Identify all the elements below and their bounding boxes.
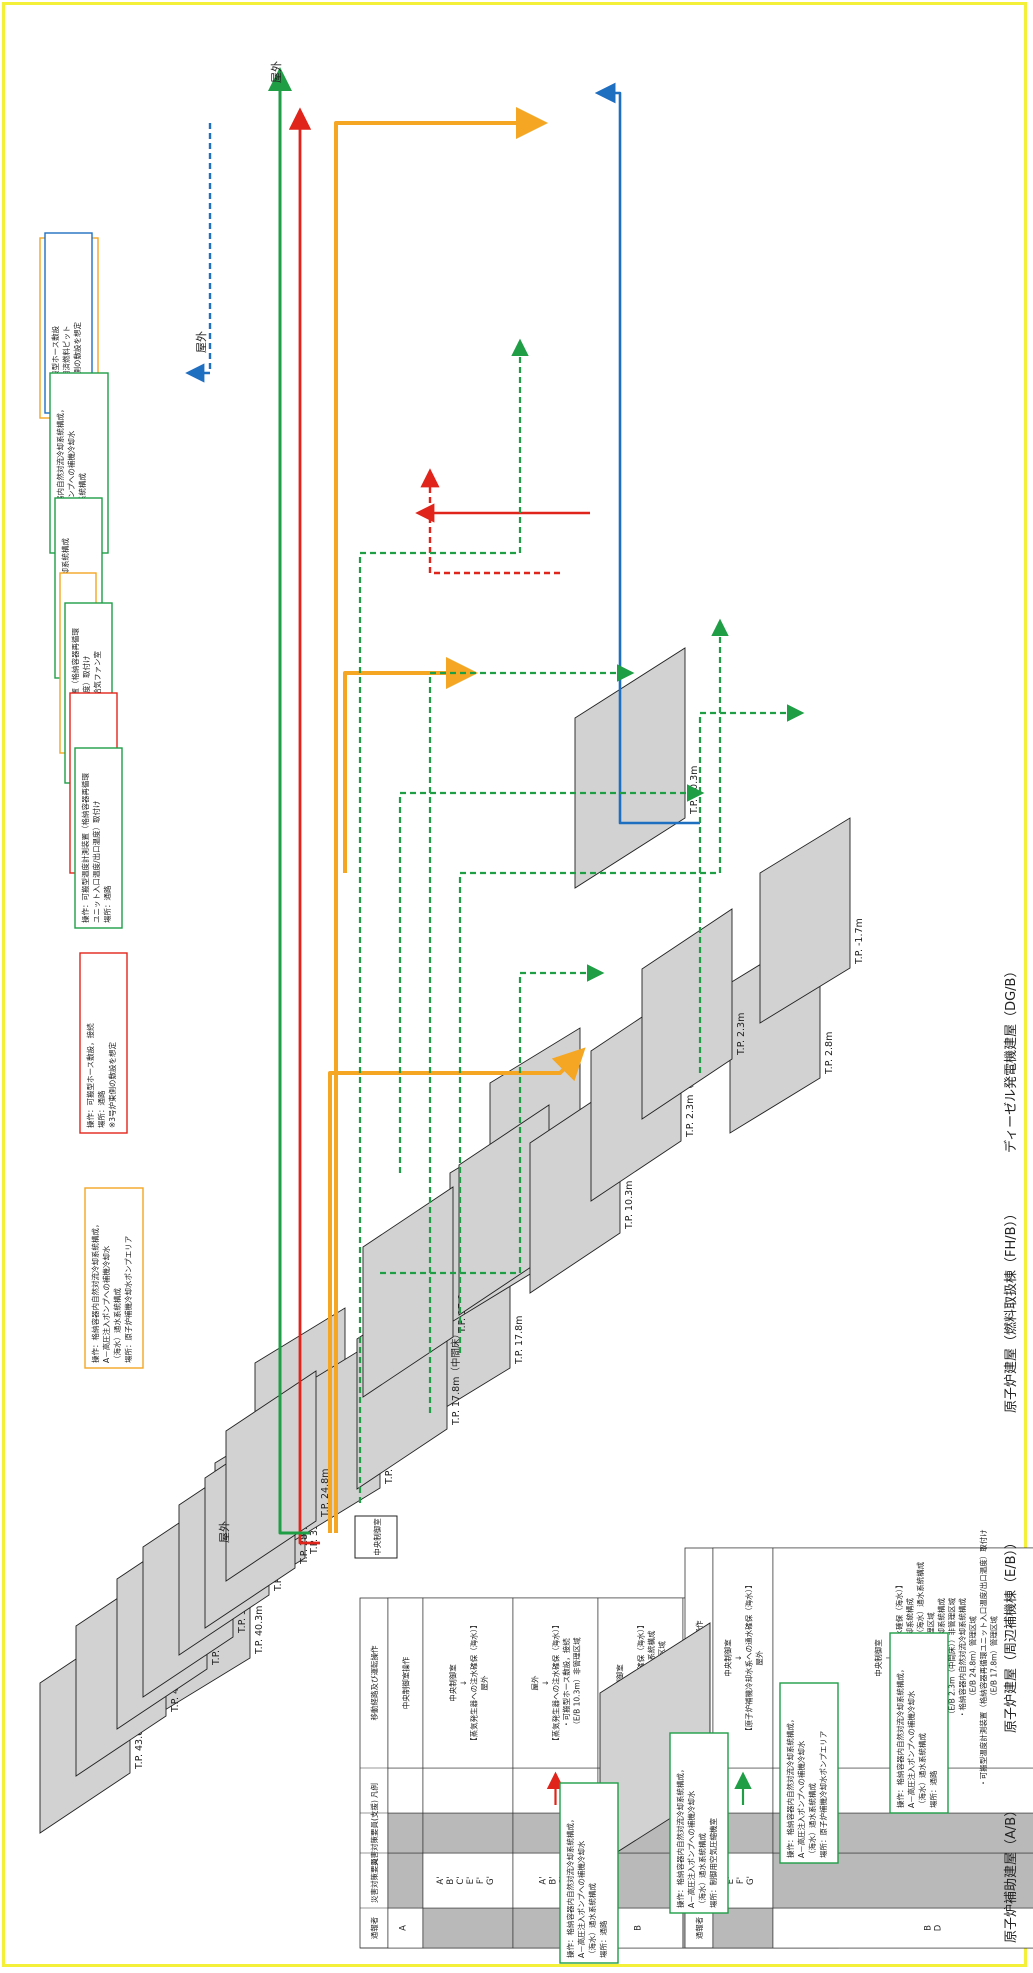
legend-cell	[423, 1768, 513, 1813]
dg-floor-slab	[575, 648, 685, 888]
top-callout-text: （海水）通水系統構成	[112, 1288, 122, 1363]
red-route-dashed	[430, 473, 560, 573]
right-table-cell-text: G'	[746, 1876, 756, 1885]
floor-label: T.P. 17.8m	[514, 1316, 525, 1365]
bottom-callout-text: 場所：原子炉補機冷却水ポンプエリア	[818, 1731, 828, 1858]
gray-cell	[388, 1813, 423, 1853]
left-table-cell-text: B	[634, 1925, 644, 1931]
top-callout-text: 操作：可搬型温度計測装置（格納容器再循環	[80, 773, 90, 923]
bottom-callout-text: 操作：格納容器内自然対流冷却系統構成，	[785, 1716, 795, 1859]
right-table-operation-text: ・格納容器内自然対流冷却系統構成	[957, 1598, 967, 1718]
building-caption: 原子炉建屋（燃料取扱棟（FH/B））	[1003, 1207, 1019, 1413]
top-callout-text: ※3号炉東側の敷設を想定	[107, 1041, 117, 1128]
left-table-cell-text: A'	[436, 1876, 446, 1884]
left-table-header-cell: 移動経路及び運転操作	[369, 1645, 379, 1720]
outdoor-label: 屋外	[218, 1521, 231, 1543]
top-callout-text: 操作：可搬型ホース敷設，接続	[85, 1023, 95, 1128]
left-table-cell-text: A	[399, 1925, 409, 1931]
building-caption: 原子炉補助建屋（A/B）	[1004, 1804, 1019, 1943]
floor-label: T.P. -1.7m	[854, 918, 865, 965]
bottom-callout-text: （海水）通水系統構成	[807, 1783, 817, 1858]
right-table-cell-text: D	[934, 1924, 944, 1931]
top-callout-text: 操作：格納容器内自然対流冷却系統構成，	[90, 1221, 100, 1364]
control-room-label: 中央制御室	[372, 1518, 382, 1556]
right-table-operation-text: ・可搬型温度計測装置（格納容器再循環ユニット入口温度/出口温度）取付け	[978, 1529, 988, 1787]
left-table-operation-text: 【蒸気発生器への注水確保（海水）】	[468, 1621, 478, 1745]
bottom-callout-text: 場所：通路	[598, 1920, 608, 1958]
left-table-cell-text: C'	[456, 1876, 466, 1884]
top-callout-text: 場所：通路	[102, 885, 112, 923]
text-cell	[423, 1598, 513, 1768]
top-callout-text: 場所：通路	[96, 1090, 106, 1128]
left-table-cell-text: G'	[486, 1876, 496, 1885]
left-table-operation-text: ↓	[459, 1680, 468, 1686]
right-table-operation-text: 中央制御室	[873, 1639, 883, 1677]
bottom-callout-text: （海水）通水系統構成	[587, 1883, 597, 1958]
bottom-callout-text: 操作：格納容器内自然対流冷却系統構成，	[895, 1666, 905, 1809]
left-table-operation-text: ↓	[541, 1680, 550, 1686]
left-table-operation-text: 屋外	[479, 1675, 489, 1691]
eb-floor-slab	[642, 909, 732, 1119]
right-table-cell-text: F'	[736, 1877, 746, 1884]
legend-cell	[388, 1768, 423, 1813]
floor-label: T.P. 17.8m（中間床）	[450, 1329, 462, 1426]
gray-cell	[713, 1908, 773, 1948]
floor-label: T.P. 40.3m	[254, 1606, 265, 1655]
bottom-callout-text: 場所：通路	[928, 1770, 938, 1808]
left-table-header-cell: 凡例	[369, 1783, 379, 1798]
right-table-operation-text: 中央制御室	[722, 1639, 732, 1677]
outdoor-label: 屋外	[195, 331, 208, 353]
right-table-operation-text: （E/B 24.8m）管理区域	[967, 1616, 977, 1700]
gray-cell	[423, 1813, 513, 1853]
bottom-callout-text: A－高圧注入ポンプへの補機冷却水	[576, 1840, 586, 1958]
left-table-operation-text: 【蒸気発生器への注水確保（海水）】	[551, 1621, 561, 1745]
right-table-operation-text: （E/B 17.8m）管理区域	[988, 1616, 998, 1700]
value-cell	[773, 1908, 1033, 1948]
bottom-callout-text: （海水）通水系統構成	[697, 1833, 707, 1908]
bottom-callout-text: A－高圧注入ポンプへの補機冷却水	[906, 1690, 916, 1808]
left-table-header-cell: 災害対策要員(支援)	[369, 1800, 379, 1866]
floor-label: T.P. 2.3m	[736, 1013, 747, 1056]
left-table-cell-text: B'	[446, 1876, 456, 1884]
right-table-operation-text: 屋外	[754, 1650, 764, 1666]
top-callout-text: A－高圧注入ポンプへの補機冷却水	[101, 1245, 111, 1363]
left-table-cell-text: A'	[539, 1876, 549, 1884]
gray-cell	[423, 1908, 513, 1948]
bottom-callout-text: 操作：格納容器内自然対流冷却系統構成，	[675, 1766, 685, 1909]
gray-cell	[388, 1853, 423, 1908]
top-callout-text: ユニット入口温度/出口温度）取付け	[91, 800, 101, 923]
top-callout-text: 場所：原子炉補機冷却水ポンプエリア	[123, 1236, 133, 1363]
green-route-main	[280, 73, 310, 1533]
building-caption: ディーゼル発電機建屋（DG/B）	[1003, 965, 1019, 1153]
building-caption: 原子炉建屋（周辺補機棟（E/B））	[1004, 1536, 1019, 1733]
left-table-operation-text: （E/B 10.3m）非管理区域	[572, 1637, 582, 1729]
bottom-callout-text: A－高圧注入ポンプへの補機冷却水	[796, 1740, 806, 1858]
bottom-callout-text: A－高圧注入ポンプへの補機冷却水	[686, 1790, 696, 1908]
left-table-operation-text: 中央制御室	[447, 1664, 457, 1702]
left-table-cell-text: F'	[476, 1877, 486, 1884]
right-table-operation-text: ↓	[734, 1655, 743, 1661]
bottom-callout-text: 場所：制御用空気圧縮機室	[708, 1818, 718, 1908]
floor-label: T.P. 2.8m	[824, 1032, 835, 1075]
left-table-operation-text: 屋外	[530, 1675, 540, 1691]
right-table-operation-text: 【原子炉補機冷却水系への通水確保（海水）】	[743, 1581, 753, 1735]
left-table-header-cell: 通報者	[369, 1916, 379, 1939]
orange-route-branch	[345, 673, 470, 873]
bottom-callout-text: 操作：格納容器内自然対流冷却系統構成，	[565, 1816, 575, 1959]
floor-label: T.P. 10.3m	[689, 766, 700, 815]
right-table-cell-text: B	[924, 1925, 934, 1931]
left-table-operation-text: 中央制御室操作	[401, 1656, 411, 1709]
left-table-operation-text: ・可搬型ホース敷設，接続	[561, 1638, 571, 1728]
right-table-header-cell: 通報者	[694, 1916, 704, 1939]
left-table-cell-text: B'	[549, 1876, 559, 1884]
ab-floor-slab	[760, 818, 850, 1023]
outdoor-label: 屋外	[270, 61, 283, 83]
floor-label: T.P. 10.3m	[624, 1181, 635, 1230]
left-table-cell-text: E'	[466, 1877, 476, 1885]
bottom-callout-text: （海水）通水系統構成	[917, 1733, 927, 1808]
